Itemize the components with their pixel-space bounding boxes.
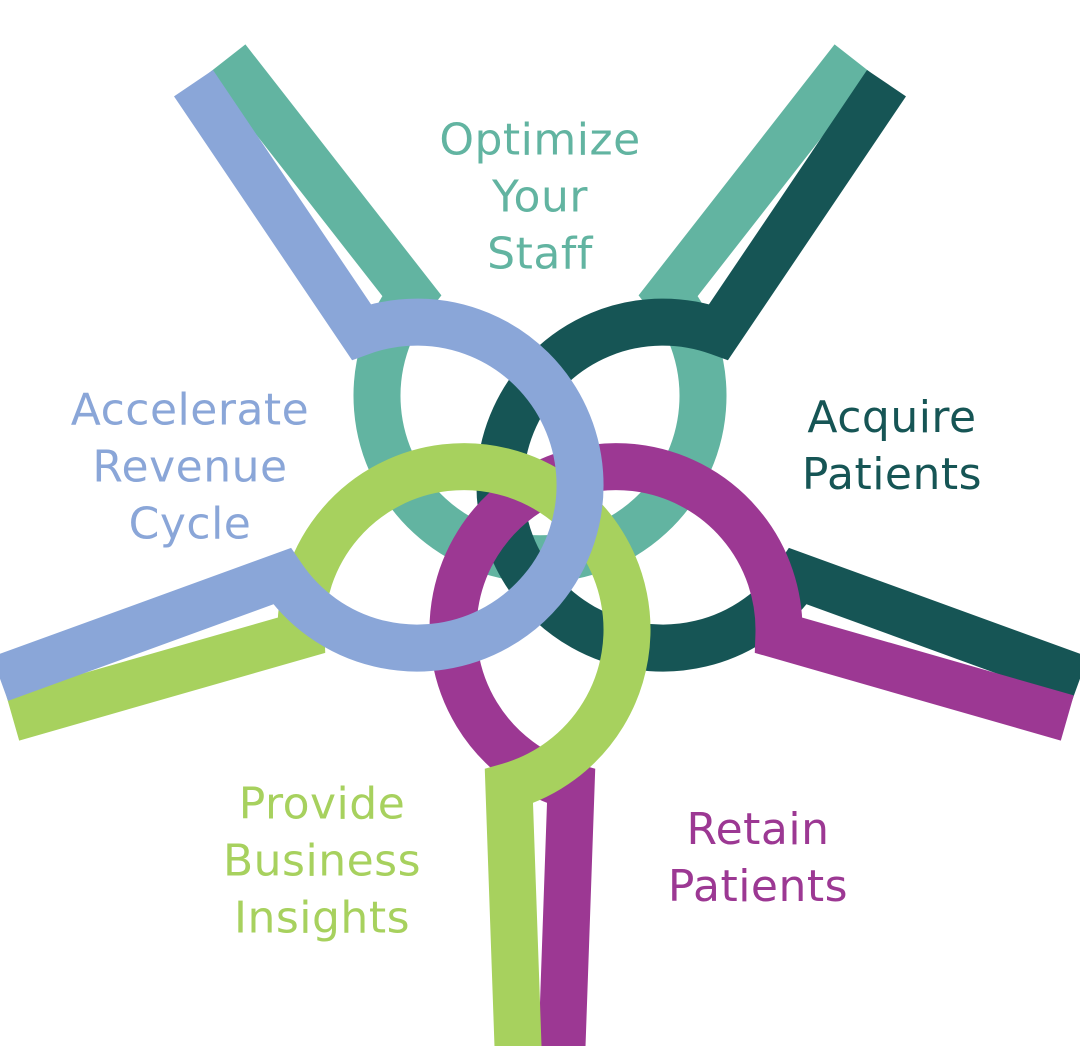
petal-label-optimize-your-staff: Optimize Your Staff — [439, 112, 640, 283]
label-line: Provide — [238, 778, 406, 830]
ribbon-loop-accelerate-revenue-cycle — [0, 70, 604, 701]
label-line: Patients — [801, 449, 983, 500]
label-line: Optimize — [439, 114, 641, 166]
label-line: Accelerate — [70, 384, 310, 436]
label-line: Business — [222, 835, 422, 887]
petal-label-accelerate-revenue-cycle: Accelerate Revenue Cycle — [71, 382, 309, 553]
petal-label-retain-patients: Retain Patients — [668, 801, 848, 915]
petal-label-acquire-patients: Acquire Patients — [802, 389, 982, 503]
label-line: Acquire — [807, 392, 977, 443]
label-line: Patients — [667, 861, 849, 912]
label-line: Insights — [233, 892, 410, 944]
label-line: Staff — [487, 228, 593, 280]
label-line: Your — [492, 171, 588, 223]
label-line: Retain — [686, 804, 830, 855]
label-line: Cycle — [128, 498, 252, 550]
petal-label-provide-business-insights: Provide Business Insights — [223, 776, 421, 947]
label-line: Revenue — [92, 441, 288, 493]
